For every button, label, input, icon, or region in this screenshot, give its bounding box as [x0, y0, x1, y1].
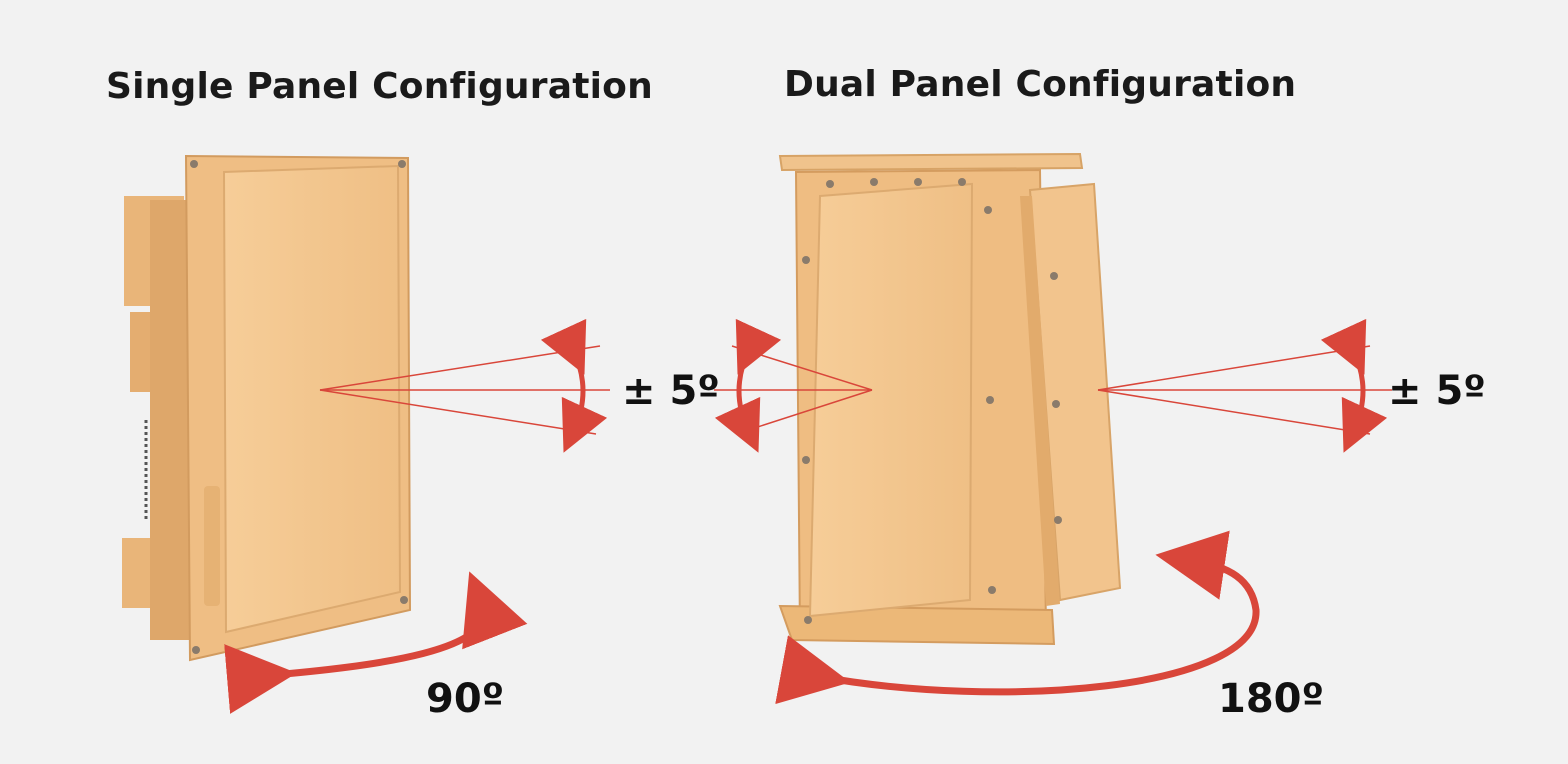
dual-left-tilt-arrow: [714, 318, 782, 453]
dual-tilt-label: ± 5º: [1388, 368, 1486, 414]
dual-rotation-label: 180º: [1218, 676, 1325, 722]
dual-panel-left-face: [808, 182, 974, 618]
single-panel-title: Single Panel Configuration: [106, 66, 653, 107]
single-rotation-label: 90º: [426, 676, 505, 722]
dual-rotation-arrow: [775, 530, 1260, 705]
dual-panel-title: Dual Panel Configuration: [784, 64, 1297, 105]
dual-panel-unit: [778, 152, 1122, 646]
dual-right-tilt-arrow: [1320, 318, 1388, 453]
single-side-frame: [150, 200, 190, 640]
single-tilt-label: ± 5º: [622, 368, 720, 414]
dual-panel-right-edge: [1020, 196, 1060, 606]
dual-top-cap: [778, 152, 1084, 172]
single-rotation-arrow: [224, 571, 528, 714]
single-handle: [204, 486, 220, 606]
dual-right-tilt-lines: [1097, 345, 1392, 435]
single-tilt-arrow: [540, 318, 608, 453]
single-panel-unit: [122, 154, 412, 662]
